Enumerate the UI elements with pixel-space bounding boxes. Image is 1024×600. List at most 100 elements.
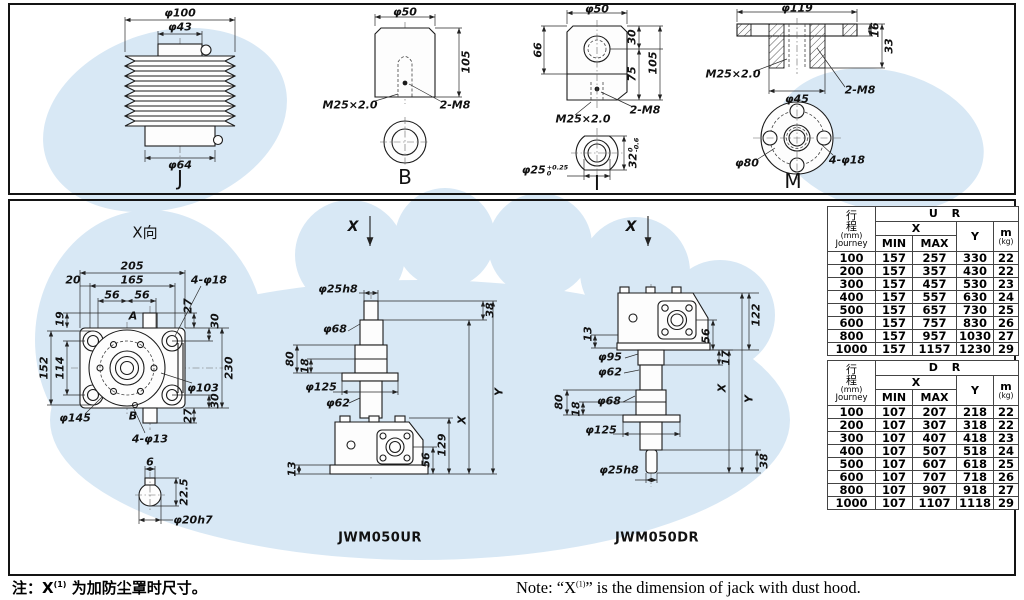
table-cell: 26 xyxy=(993,470,1019,484)
x-direction-label: X xyxy=(347,219,359,235)
dim-x: X xyxy=(715,383,729,393)
dim-phi45: φ45 xyxy=(785,92,809,106)
table-cell: 618 xyxy=(956,457,994,471)
footnote-english: Note: “X(1)” is the dimension of jack wi… xyxy=(516,578,861,597)
base-plate xyxy=(616,342,711,351)
table-cell: 107 xyxy=(875,405,913,419)
dim-phi68: φ68 xyxy=(597,394,621,408)
table-cell: 1000 xyxy=(827,496,876,510)
table-cell: 1118 xyxy=(956,496,994,510)
table-cell: 27 xyxy=(992,329,1020,343)
view-letter-i: I xyxy=(594,171,600,195)
table-cell: 107 xyxy=(875,444,913,458)
table-cell: 307 xyxy=(912,418,957,432)
table-cell: 107 xyxy=(875,470,913,484)
col-max: MAX xyxy=(912,389,957,406)
journey-unit: (mm) xyxy=(840,230,863,240)
ur-lineart xyxy=(293,216,497,480)
dim-phi145: φ145 xyxy=(59,411,91,425)
dim-2m8: 2-M8 xyxy=(439,98,471,112)
dim-phi62: φ62 xyxy=(326,396,350,410)
dim-phi50: φ50 xyxy=(393,5,417,19)
dim-13: 13 xyxy=(581,326,595,342)
dim-phi68: φ68 xyxy=(323,322,347,336)
journey-en: Journey xyxy=(835,238,868,249)
table-ur: 行程 (mm) Journey U R X Y m(kg) MIN MAX 10… xyxy=(827,206,1020,356)
m-lineart xyxy=(736,9,885,180)
dim-18: 18 xyxy=(298,358,312,374)
dim-phi25h8: φ25h8 xyxy=(599,463,639,477)
table-cell: 957 xyxy=(912,329,957,343)
table-cell: 22 xyxy=(993,418,1019,432)
table-cell: 24 xyxy=(992,290,1020,304)
footnote-sup: (1) xyxy=(53,580,67,589)
table-cell: 800 xyxy=(827,329,876,343)
point-b: B xyxy=(128,409,138,423)
x-direction-label: X xyxy=(625,219,637,235)
dim-56b: 56 xyxy=(134,288,150,302)
table-cell: 407 xyxy=(912,431,957,445)
dim-thread: M25×2.0 xyxy=(555,112,611,126)
dim-16: 16 xyxy=(868,22,882,38)
table-cell: 107 xyxy=(875,431,913,445)
xview-title: X向 xyxy=(132,223,158,242)
table-cell: 26 xyxy=(992,316,1020,330)
screw-end xyxy=(645,449,658,474)
table-cell: 1157 xyxy=(912,342,957,356)
table-cell: 107 xyxy=(875,418,913,432)
table-cell: 300 xyxy=(827,277,876,291)
flange-phi125 xyxy=(622,414,681,423)
drawing-ur: X φ25h8 38 φ68 80 18 φ125 φ62 13 56 129 … xyxy=(284,202,535,564)
dim-66: 66 xyxy=(531,42,545,58)
table-cell: 1000 xyxy=(827,342,876,356)
dim-165: 165 xyxy=(120,273,144,287)
drawing-dr: X 13 122 56 17 φ95 φ62 φ68 80 18 φ125 φ2… xyxy=(545,202,823,564)
dim-4phi18: 4-φ18 xyxy=(190,273,228,287)
base-plate xyxy=(329,464,429,475)
table-cell: 22 xyxy=(992,251,1020,265)
dim-20: 20 xyxy=(65,273,81,287)
journey-zh: 行程 xyxy=(846,208,857,233)
table-cell: 100 xyxy=(827,405,876,419)
j-lineart xyxy=(123,17,237,164)
model-caption-ur: JWM050UR xyxy=(338,530,422,546)
journey-header: 行程 (mm) Journey xyxy=(827,360,876,406)
dim-205: 205 xyxy=(120,259,144,273)
table-cell: 25 xyxy=(993,457,1019,471)
table-cell: 157 xyxy=(875,342,913,356)
table-cell: 300 xyxy=(827,431,876,445)
col-y: Y xyxy=(956,375,994,406)
view-letter-j: J xyxy=(177,166,183,190)
shaft-a-stub xyxy=(142,312,158,329)
table-title-ur: U R xyxy=(874,206,1020,222)
table-cell: 29 xyxy=(992,342,1020,356)
dr-lineart xyxy=(563,216,761,487)
table-cell: 707 xyxy=(912,470,957,484)
flange-phi125 xyxy=(341,372,399,382)
model-caption-dr: JWM050DR xyxy=(614,530,700,546)
dim-4phi18: 4-φ18 xyxy=(828,153,866,167)
table-cell: 918 xyxy=(956,483,994,497)
journey-zh: 行程 xyxy=(846,362,857,387)
table-cell: 500 xyxy=(827,303,876,317)
table-cell: 757 xyxy=(912,316,957,330)
xview-lineart xyxy=(47,270,229,524)
table-cell: 600 xyxy=(827,470,876,484)
table-cell: 23 xyxy=(992,277,1020,291)
table-cell: 730 xyxy=(956,303,994,317)
hood-base xyxy=(144,125,216,147)
dim-thread: M25×2.0 xyxy=(705,67,761,81)
table-cell: 530 xyxy=(956,277,994,291)
dim-19: 19 xyxy=(53,311,67,327)
screw-end xyxy=(363,300,379,321)
dim-4phi13: 4-φ13 xyxy=(131,432,169,446)
dim-122: 122 xyxy=(749,303,763,327)
tube-phi95 xyxy=(637,349,665,366)
